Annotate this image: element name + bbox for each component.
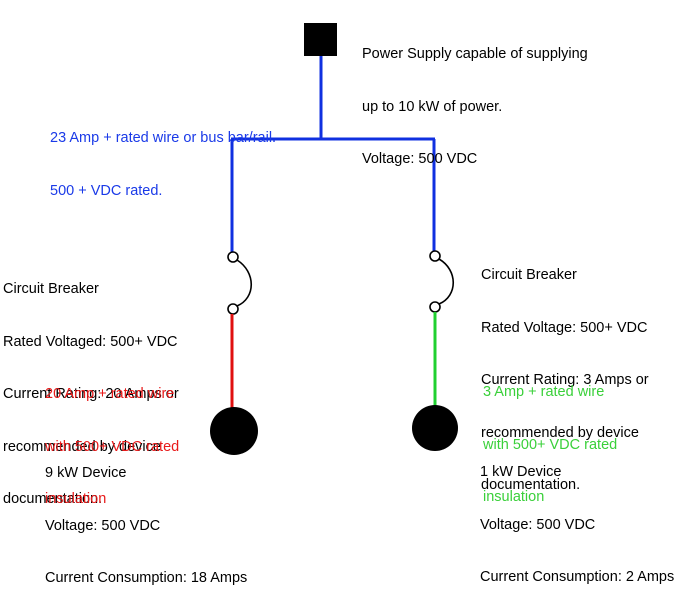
label-line: Rated Voltage: 500+ VDC [481,319,648,336]
label-line: 3 Amp + rated wire [483,384,605,400]
label-line: up to 10 kW of power. [362,98,503,115]
label-line: Circuit Breaker [481,267,577,283]
label-line: with 500+ VDC rated [45,438,180,455]
label-line: documentation. [481,477,581,493]
label-line: Current Consumption: 18 Amps [45,570,248,586]
right-breaker-label: Circuit Breaker Rated Voltage: 500+ VDC … [481,232,649,512]
label-line: Current Rating: 20 Amps or [3,386,179,402]
breaker-arc [438,258,454,305]
label-line: 500 + VDC rated. [50,182,163,199]
bus-wire-label: 23 Amp + rated wire or bus bar/rail. 500… [50,95,276,218]
label-line: Circuit Breaker [3,281,99,297]
label-line: 9 kW Device [45,465,127,481]
label-line: Current Rating: 3 Amps or [481,372,649,388]
wiring-diagram [210,23,458,455]
right-device-label: 1 kW Device Voltage: 500 VDC Current Con… [480,429,674,604]
power-supply-label: Power Supply capable of supplying up to … [362,11,588,186]
label-line: Current Consumption: 2 Amps [480,569,675,585]
label-line: 20 Amp + rated wire [45,386,175,402]
label-line: 1 kW Device [480,464,562,480]
label-line: Voltage: 500 VDC [362,151,478,167]
left-circuit-breaker-symbol [227,251,252,315]
breaker-terminal-top [227,251,239,263]
breaker-arc [236,259,252,307]
power-supply-symbol [304,23,337,56]
breaker-terminal-bottom [227,303,239,315]
label-line: Power Supply capable of supplying [362,46,588,62]
label-line: 23 Amp + rated wire or bus bar/rail. [50,130,277,146]
label-line: with 500+ VDC rated [483,436,618,453]
label-line: recommended by device [3,438,161,455]
breaker-terminal-top [429,250,441,262]
left-breaker-label: Circuit Breaker Rated Voltaged: 500+ VDC… [3,246,179,526]
label-line: Voltage: 500 VDC [480,516,596,533]
right-circuit-breaker-symbol [429,250,454,313]
label-line: Rated Voltaged: 500+ VDC [3,333,178,350]
left-device-label: 9 kW Device Voltage: 500 VDC Current Con… [45,430,247,605]
breaker-terminal-bottom [429,301,441,313]
right-device-symbol [412,405,458,451]
left-device-symbol [210,407,258,455]
label-line: Voltage: 500 VDC [45,517,161,534]
label-line: recommended by device [481,424,639,441]
